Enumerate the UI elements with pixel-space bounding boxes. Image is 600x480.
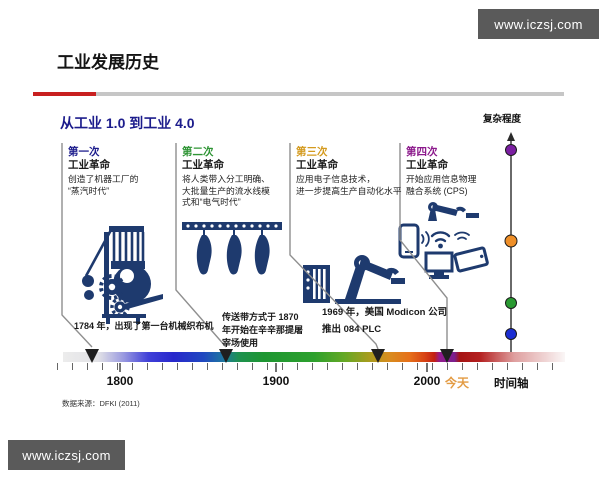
timeline-label-1900: 1900 bbox=[262, 374, 290, 388]
revolution-1-note: 1784 年，出现了第一台机械织布机 bbox=[74, 321, 214, 331]
timeline-tick-marks bbox=[57, 363, 565, 370]
dot-industry-3 bbox=[504, 234, 518, 248]
revolution-2-name: 第二次 bbox=[182, 146, 214, 158]
timeline-label-1800: 1800 bbox=[106, 374, 134, 388]
revolution-4-title: 工业革命 bbox=[406, 158, 448, 171]
timeline-axis-label: 时间轴 bbox=[494, 378, 529, 390]
column-revolution-2: 第二次 工业革命 将人类带入分工明确、 大批量生产的流水线模 式和“电气时代” bbox=[182, 146, 288, 208]
watermark-bottom-text: www.iczsj.com bbox=[22, 447, 111, 463]
dot-industry-2 bbox=[505, 297, 517, 309]
revolution-3-note: 1969 年，美国 Modicon 公司 推出 084 PLC bbox=[322, 307, 448, 335]
dot-industry-1 bbox=[505, 328, 517, 340]
timeline-gradient-band bbox=[63, 352, 565, 362]
conveyor-belt-illustration bbox=[182, 222, 282, 275]
revolution-4-name: 第四次 bbox=[406, 146, 438, 158]
diagram-subtitle: 从工业 1.0 到工业 4.0 bbox=[60, 115, 195, 131]
title-divider-accent bbox=[33, 92, 96, 96]
mechanical-loom-illustration bbox=[82, 226, 163, 324]
revolution-2-title: 工业革命 bbox=[182, 158, 224, 171]
complexity-axis bbox=[504, 132, 518, 352]
watermark-top-text: www.iczsj.com bbox=[494, 16, 583, 32]
column-revolution-3: 第三次 工业革命 应用电子信息技术， 进一步提高生产自动化水平 bbox=[296, 146, 406, 197]
revolution-2-note: 传送带方式于 1870 年开始在辛辛那提屠 宰场使用 bbox=[222, 312, 304, 349]
revolution-2-description: 将人类带入分工明确、 大批量生产的流水线模 式和“电气时代” bbox=[182, 174, 270, 208]
column-revolution-4: 第四次 工业革命 开始应用信息物理 融合系统 (CPS) bbox=[406, 146, 498, 197]
complexity-axis-label: 复杂程度 bbox=[483, 114, 522, 125]
axis-arrow-up-icon bbox=[507, 132, 515, 141]
dot-industry-4 bbox=[505, 144, 517, 156]
page-title: 工业发展历史 bbox=[57, 53, 159, 72]
revolution-1-title: 工业革命 bbox=[68, 158, 110, 171]
revolution-3-name: 第三次 bbox=[296, 146, 328, 158]
watermark-bottom: www.iczsj.com bbox=[8, 440, 125, 470]
revolution-3-title: 工业革命 bbox=[296, 158, 338, 171]
industrial-robot-plc-illustration bbox=[303, 255, 405, 304]
revolution-4-description: 开始应用信息物理 融合系统 (CPS) bbox=[406, 174, 477, 196]
revolution-1-description: 创造了机器工厂的 “蒸汽时代” bbox=[68, 174, 139, 196]
column-revolution-1: 第一次 工业革命 创造了机器工厂的 “蒸汽时代” bbox=[68, 146, 170, 197]
connected-devices-iot-illustration bbox=[398, 202, 489, 279]
title-divider bbox=[33, 92, 564, 96]
timeline-label-today: 今天 bbox=[444, 376, 469, 390]
revolution-1-name: 第一次 bbox=[68, 146, 100, 158]
data-source-note: 数据来源：DFKI (2011) bbox=[62, 399, 140, 408]
timeline-label-2000: 2000 bbox=[413, 374, 441, 388]
watermark-top: www.iczsj.com bbox=[478, 9, 599, 39]
revolution-3-description: 应用电子信息技术， 进一步提高生产自动化水平 bbox=[296, 174, 402, 196]
